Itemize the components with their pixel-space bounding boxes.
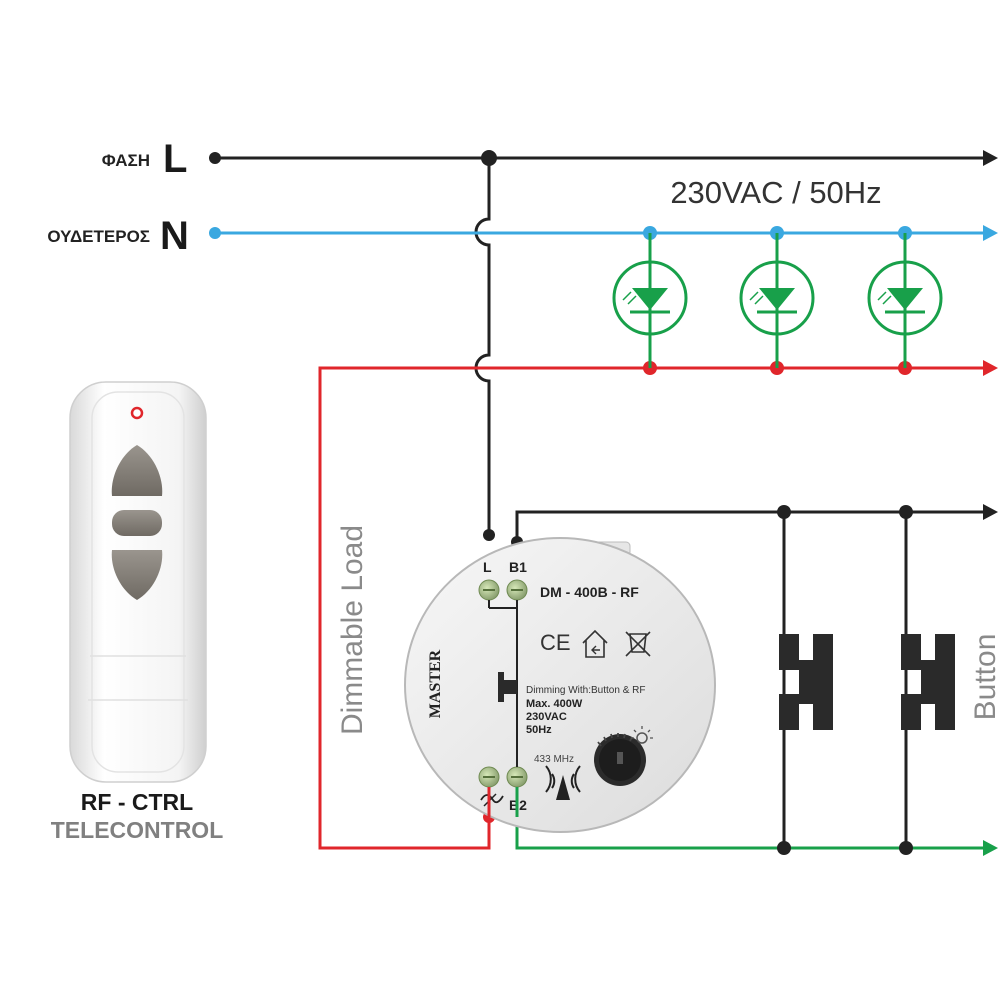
dimmer-knob-icon	[594, 726, 653, 786]
remote-stop-button[interactable]	[112, 510, 162, 536]
max-power-label: Max. 400W	[526, 698, 583, 710]
remote-down-button[interactable]	[111, 550, 163, 600]
push-button-icon	[935, 634, 955, 730]
brand-label: MASTER	[427, 649, 444, 718]
phase-letter: L	[163, 137, 187, 181]
push-button-icon	[813, 634, 833, 730]
dimmer-device: L B1 B2 MASTER DM - 400B - RF CE	[404, 537, 716, 833]
neutral-letter: N	[160, 214, 189, 258]
arrow-right-icon	[983, 360, 998, 376]
push-button-1	[779, 512, 833, 848]
terminal-l-label: L	[483, 559, 492, 575]
arrow-right-icon	[983, 150, 998, 166]
remote-subtitle: TELECONTROL	[51, 817, 224, 843]
led-lamp-2	[739, 233, 815, 368]
led-lamp-3	[867, 233, 943, 368]
voltage-label: 230VAC / 50Hz	[670, 175, 881, 210]
push-button-2	[901, 512, 955, 848]
model-label: DM - 400B - RF	[540, 584, 639, 600]
dimmable-load-label: Dimmable Load	[336, 525, 369, 735]
led-lamp-1	[612, 233, 688, 368]
button-label: Button	[969, 634, 1000, 721]
remote-up-button[interactable]	[111, 445, 163, 496]
phase-name: ΦΑΣΗ	[102, 151, 150, 170]
frequency-label: 50Hz	[526, 724, 552, 736]
voltage-spec-label: 230VAC	[526, 711, 567, 723]
terminal-b1-label: B1	[509, 559, 527, 575]
house-icon	[582, 629, 608, 658]
ce-icon: CE	[540, 630, 571, 655]
phase-line	[209, 150, 998, 541]
neutral-line	[209, 225, 998, 241]
neutral-name: ΟΥΔΕΤΕΡΟΣ	[47, 227, 150, 246]
antenna-icon	[545, 765, 581, 800]
remote-title: RF - CTRL	[81, 789, 193, 815]
remote-led-icon	[130, 406, 144, 420]
arrow-right-icon	[983, 504, 998, 520]
weee-bin-icon	[625, 631, 651, 657]
remote-control	[69, 381, 207, 783]
arrow-right-icon	[983, 840, 998, 856]
arrow-right-icon	[983, 225, 998, 241]
rf-frequency-label: 433 MHz	[534, 754, 574, 765]
dimming-label: Dimming With:Button & RF	[526, 685, 645, 696]
